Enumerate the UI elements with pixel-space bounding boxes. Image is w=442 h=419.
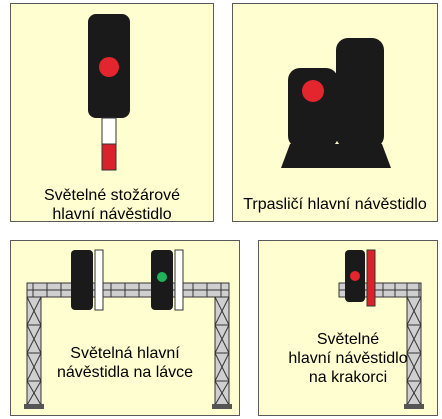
caption-line: Světelné	[316, 331, 380, 348]
dwarf-signal-base	[281, 144, 391, 168]
caption-line: hlavní návěstidlo	[288, 350, 408, 367]
gantry-signal-1-plate	[94, 249, 104, 311]
mast-pole-red	[101, 143, 117, 171]
panel-gantry-signals: Světelná hlavní návěstidla na lávce	[10, 240, 240, 416]
panel-dwarf-signal: Trpasličí hlavní návěstidlo	[232, 3, 438, 222]
dwarf-signal-figure	[281, 38, 391, 168]
dwarf-signal-tall-head	[336, 38, 384, 148]
caption-line: Světelné stožárové	[43, 187, 181, 204]
cantilever-signal-plate	[366, 249, 376, 307]
cantilever-foot	[404, 404, 424, 409]
caption-line: hlavní návěstidlo	[52, 206, 172, 222]
mast-signal-red-lamp	[99, 57, 119, 77]
mast-signal-caption: Světelné stožárové hlavní návěstidlo	[11, 186, 213, 222]
panel-cantilever-signal: Světelné hlavní návěstidlo na krakorci	[258, 240, 438, 416]
gantry-right-lattice	[214, 296, 230, 406]
dwarf-signal-red-lamp	[302, 80, 324, 102]
gantry-signals-caption: Světelná hlavní návěstidla na lávce	[11, 344, 239, 382]
mast-pole-white	[101, 117, 117, 145]
caption-line: Světelná hlavní	[70, 345, 180, 362]
gantry-left-lattice	[26, 296, 42, 406]
caption-line: návěstidla na lávce	[56, 364, 194, 381]
caption-line: Trpasličí hlavní návěstidlo	[243, 196, 427, 213]
cantilever-signal-figure	[338, 249, 424, 409]
panel-mast-signal: Světelné stožárové hlavní návěstidlo	[10, 3, 214, 222]
gantry-signal-1-head	[71, 250, 93, 310]
gantry-right-foot	[212, 404, 232, 409]
gantry-signal-2-green-lamp	[157, 272, 167, 282]
cantilever-signal-red-lamp	[350, 271, 360, 281]
gantry-signal-2-plate	[174, 249, 184, 311]
mast-signal-figure	[88, 14, 130, 171]
cantilever-signal-caption: Světelné hlavní návěstidlo na krakorci	[259, 330, 437, 387]
gantry-signals-figure	[24, 249, 232, 409]
dwarf-signal-short-head	[288, 68, 338, 148]
dwarf-signal-caption: Trpasličí hlavní návěstidlo	[233, 195, 437, 214]
caption-line: na krakorci	[308, 369, 388, 386]
cantilever-tower-lattice	[406, 296, 422, 406]
gantry-left-foot	[24, 404, 44, 409]
